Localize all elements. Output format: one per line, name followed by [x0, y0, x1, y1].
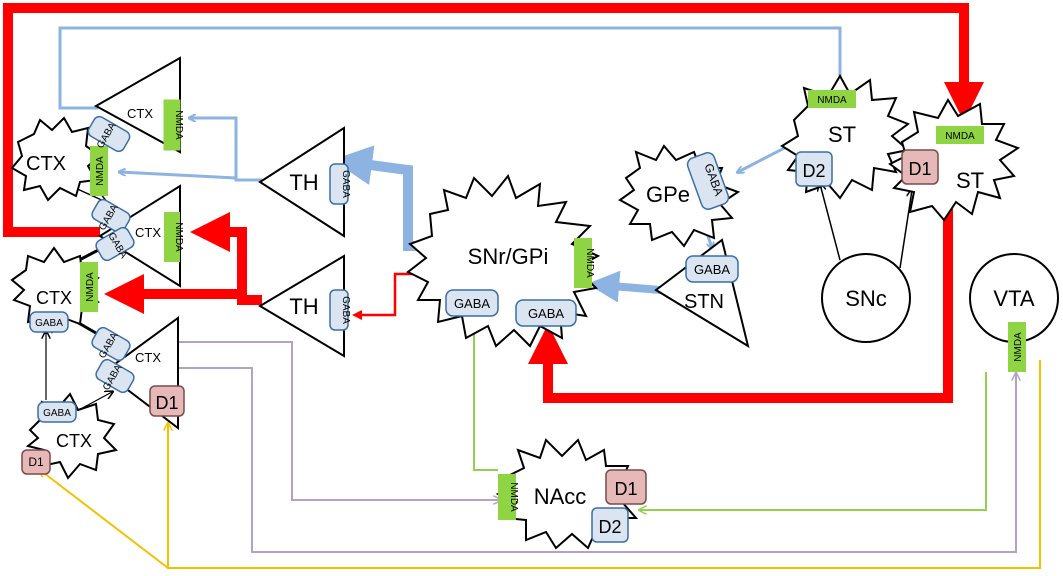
- ctx-mid-label: CTX: [135, 225, 161, 240]
- svg-text:NMDA: NMDA: [173, 110, 184, 140]
- green-nacc-to-snr: [474, 320, 498, 471]
- snr-gpi-label: SNr/GPi: [468, 244, 549, 269]
- blue-th-to-ctx-left: [120, 172, 237, 180]
- gpe-label: GPe: [646, 182, 690, 207]
- ctx-bottom-label: CTX: [56, 431, 92, 451]
- svg-text:NMDA: NMDA: [508, 482, 519, 512]
- purple-ctx-to-vta: [178, 367, 1016, 553]
- d1-receptor: D1: [149, 385, 185, 417]
- blue-ctx-to-st-d2-pathway: [58, 26, 840, 110]
- blue-stn-to-snr: [587, 270, 661, 303]
- d1-receptor: D1: [605, 469, 647, 505]
- nmda-receptor: NMDA: [1008, 322, 1026, 372]
- gold-to-ctx-bottom-d1: [40, 470, 169, 569]
- nacc-label: NAcc: [534, 484, 587, 509]
- gaba-receptor: GABA: [37, 401, 77, 423]
- snc-circle: [821, 253, 911, 343]
- ctx-left-mid-label: CTX: [36, 288, 72, 308]
- gaba-receptor: GABA: [685, 255, 739, 283]
- st-d2-label: ST: [828, 122, 856, 147]
- svg-text:D1: D1: [908, 159, 931, 179]
- svg-text:NMDA: NMDA: [1013, 332, 1024, 362]
- ctx-low-label: CTX: [135, 350, 161, 365]
- d2-receptor: D2: [795, 151, 833, 187]
- blue-snr-to-th: [332, 145, 430, 251]
- d2-receptor: D2: [591, 507, 629, 543]
- th-bottom-label: TH: [289, 294, 318, 319]
- stn-label: STN: [684, 291, 724, 313]
- gaba-receptor: GABA: [329, 163, 351, 205]
- svg-text:GABA: GABA: [528, 306, 564, 321]
- svg-text:GABA: GABA: [454, 296, 490, 311]
- gaba-receptor: GABA: [445, 289, 499, 317]
- gaba-receptor: GABA: [95, 358, 135, 394]
- gaba-receptor: GABA: [29, 311, 69, 333]
- red-ctx-to-st-d1-pathway: [3, 3, 984, 237]
- ctx-top-label: CTX: [127, 106, 153, 121]
- nmda-receptor: NMDA: [936, 126, 984, 144]
- svg-text:NMDA: NMDA: [817, 95, 847, 106]
- gaba-receptor: GABA: [87, 115, 131, 153]
- svg-text:D1: D1: [155, 393, 178, 413]
- snc-label: SNc: [845, 286, 887, 311]
- red-st-d1-to-snr-pathway: [528, 205, 953, 403]
- nmda-receptor: NMDA: [574, 238, 595, 288]
- svg-text:NMDA: NMDA: [945, 131, 975, 142]
- green-vta-to-nacc: [640, 372, 987, 510]
- gaba-receptor: GABA: [515, 299, 577, 327]
- svg-text:NMDA: NMDA: [173, 222, 184, 252]
- svg-text:NMDA: NMDA: [95, 156, 106, 186]
- purple-ctx-to-nacc: [178, 341, 500, 500]
- d1-receptor: D1: [21, 449, 51, 475]
- th-top-label: TH: [289, 170, 318, 195]
- svg-text:NMDA: NMDA: [85, 272, 96, 302]
- nmda-receptor: NMDA: [164, 212, 184, 262]
- nmda-receptor: NMDA: [498, 474, 519, 520]
- svg-text:D2: D2: [598, 517, 621, 537]
- red-th-to-ctx-pathway: [190, 212, 262, 305]
- gaba-receptor: GABA: [91, 198, 131, 234]
- svg-text:GABA: GABA: [35, 318, 63, 329]
- st-d1-star: [888, 98, 1021, 222]
- svg-text:D1: D1: [28, 455, 44, 469]
- gaba-receptor: GABA: [91, 326, 131, 362]
- gaba-receptor: GABA: [329, 289, 351, 331]
- nmda-receptor: NMDA: [163, 99, 184, 151]
- nmda-receptor: NMDA: [90, 146, 108, 196]
- black-snc-to-st-d2: [820, 184, 841, 261]
- svg-text:GABA: GABA: [694, 262, 730, 277]
- st-d1-label: ST: [956, 168, 984, 193]
- vta-label: VTA: [993, 286, 1034, 311]
- svg-text:NMDA: NMDA: [584, 248, 595, 278]
- svg-text:GABA: GABA: [43, 408, 71, 419]
- nmda-receptor: NMDA: [808, 90, 856, 108]
- svg-text:D2: D2: [802, 161, 825, 181]
- black-snc-to-st-d1: [899, 190, 912, 269]
- svg-text:D1: D1: [614, 479, 637, 499]
- blue-th-to-ctx: [190, 118, 262, 182]
- nmda-receptor: NMDA: [80, 262, 98, 312]
- svg-text:GABA: GABA: [340, 170, 351, 198]
- svg-text:GABA: GABA: [340, 296, 351, 324]
- ctx-left-top-label: CTX: [26, 153, 66, 175]
- gold-vta-to-d1: [168, 360, 1041, 569]
- d1-receptor: D1: [901, 149, 939, 185]
- gaba-receptor: GABA: [95, 226, 135, 262]
